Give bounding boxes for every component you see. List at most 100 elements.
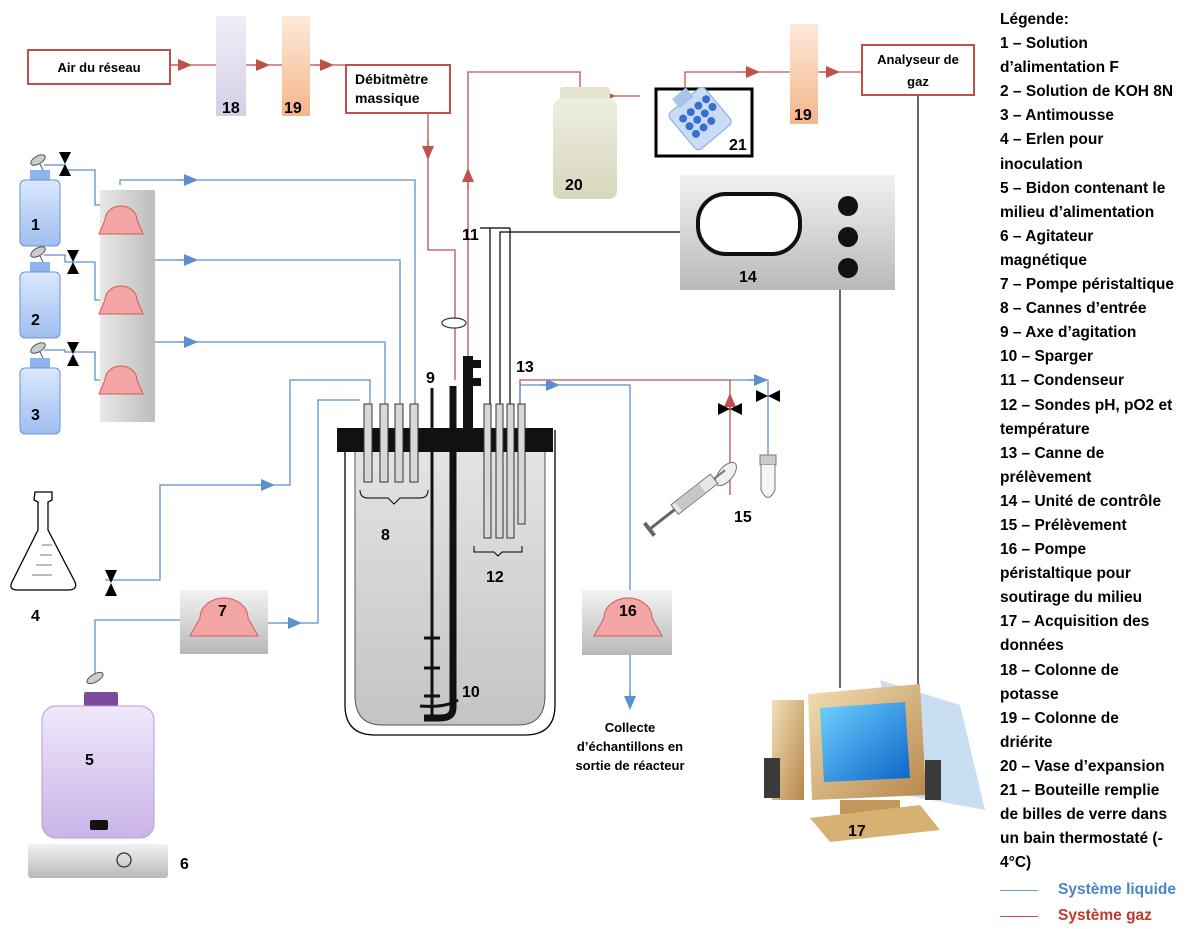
legend-gas-label: Système gaz [1058,907,1152,925]
liquid-line-bidon-to-pump7 [94,619,180,675]
legend-item: péristaltique pour [1000,565,1131,583]
label-18: 18 [222,100,240,117]
legend-item: prélèvement [1000,468,1092,486]
legend-item: 3 – Antimousse [1000,107,1114,125]
legend-item: 6 – Agitateur [1000,227,1094,245]
label-10: 10 [462,684,480,701]
bottle-3: 3 [19,342,61,435]
valve-icon [67,342,79,366]
legend-item: 21 – Bouteille remplie [1000,782,1160,799]
liquid-line-bottle2 [44,254,100,301]
valve-icon [59,152,71,176]
legend-key-gas: Système gaz [1000,903,1200,929]
gas-line-condenser-out [467,71,581,368]
column-19-left: 19 [282,16,310,117]
pump-3 [98,365,144,395]
debitmetre-label-2: massique [355,90,420,106]
valve-icon [756,390,780,402]
sparger-10: 10 [419,386,480,722]
valve-icon [105,570,117,596]
label-13: 13 [516,359,534,376]
legend-item: 20 – Vase d’expansion [1000,757,1165,775]
legend-item: d’alimentation F [1000,59,1119,77]
gas-line-debit-to-sparger [427,113,456,380]
agitateur-6: 6 [28,844,189,878]
legend-item: 7 – Pompe péristaltique [1000,276,1174,294]
gas-swatch [1000,915,1038,917]
label-7: 7 [218,603,227,620]
liquid-swatch [1000,889,1038,891]
column-18: 18 [216,16,246,117]
legend-liquid-label: Système liquide [1058,881,1177,899]
legend-item: magnétique [1000,251,1087,269]
legend-item: 15 – Prélèvement [1000,516,1127,534]
legend-item: 4°C) [1000,854,1032,872]
label-20: 20 [565,177,583,194]
legend-item: milieu d’alimentation [1000,203,1155,221]
pump-2 [98,285,144,315]
label-19-right: 19 [794,107,812,124]
cannes-entree-8 [363,403,419,483]
erlen-4: 4 [10,491,77,625]
label-1: 1 [31,217,40,234]
sample-tube [759,454,777,498]
label-8: 8 [381,527,390,544]
debitmetre-box: Débitmètre massique [345,64,451,114]
legend-item: 9 – Axe d’agitation [1000,324,1137,342]
liquid-line-sampling-tube [730,379,769,455]
bidon-5: 5 [41,671,155,839]
air-reseau-label: Air du réseau [57,60,140,75]
collecte-line-2: d’échantillons en [577,739,683,754]
liquid-line-bottle1 [44,164,100,206]
label-15: 15 [734,509,752,526]
analyseur-label-2: gaz [907,74,929,89]
bath-21: 21 [654,86,754,158]
collecte-line-1: Collecte [605,720,656,735]
legend-item: 4 – Erlen pour [1000,131,1104,149]
collecte-line-3: sortie de réacteur [575,758,684,773]
signal-line-probes-to-control [499,231,682,405]
debitmetre-label-1: Débitmètre [355,71,428,87]
legend-item: température [1000,420,1090,438]
legend-item: un bain thermostaté (- [1000,830,1163,848]
legend-item: données [1000,637,1064,655]
legend-item: driérite [1000,733,1053,751]
bottle-2: 2 [19,246,61,339]
label-16: 16 [619,603,637,620]
legend-item: inoculation [1000,155,1083,173]
valve-icon [67,250,79,274]
vase-expansion-20: 20 [553,87,617,199]
syringe-15: 15 [642,461,752,537]
liquid-line-pump3 [119,341,386,405]
legend-key-liquid: Système liquide [1000,877,1200,903]
legend-item: 17 – Acquisition des [1000,613,1150,631]
condenseur-11: 11 [462,227,481,428]
label-5: 5 [85,752,94,769]
label-17: 17 [848,823,866,840]
pump-7: 7 [180,590,268,654]
pump-16: 16 [582,590,672,655]
liquid-line-erlen [105,379,371,581]
bioreactor-diagram: Air du réseau 18 19 Débitmètre massique … [10,16,985,878]
pump-1 [98,205,144,235]
label-9: 9 [426,370,435,387]
control-unit-14: 14 [680,175,895,290]
liquid-line-pump1 [119,179,416,405]
legend-item: 5 – Bidon contenant le [1000,179,1166,197]
legend-item: 10 – Sparger [1000,348,1094,366]
signal-lines [480,95,919,720]
liquid-line-to-pump16 [519,384,631,590]
computer-17: 17 [764,680,985,842]
legend-item: 12 – Sondes pH, pO2 et [1000,396,1173,414]
legend-item: 1 – Solution [1000,35,1088,53]
legend-item: 11 – Condenseur [1000,372,1125,390]
legend-item: de billes de verre dans [1000,806,1168,824]
label-2: 2 [31,312,40,329]
reactor-lid [337,428,553,452]
valve-icon [718,403,742,415]
legend-item: 14 – Unité de contrôle [1000,492,1162,510]
brace-8 [359,489,429,505]
legend-item: 8 – Cannes d’entrée [1000,300,1147,318]
